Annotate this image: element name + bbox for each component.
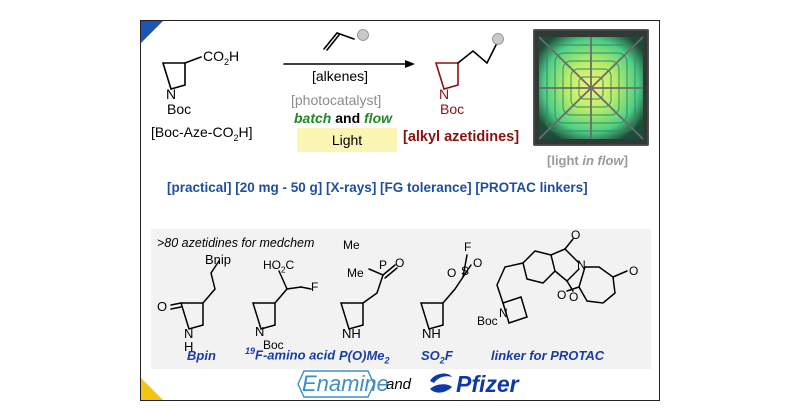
reaction-arrow-head (405, 60, 415, 68)
enamine-hexagon-icon (297, 370, 375, 398)
cmpd3-nh-label: NH (342, 326, 361, 341)
cmpd4-o-right: O (473, 256, 483, 270)
caption-protac-linker: linker for PROTAC (491, 348, 605, 363)
cmpd3-po-bond (382, 264, 396, 276)
cmpd5-imide-top (550, 248, 566, 256)
product-boc-label: Boc (440, 101, 465, 117)
product-sphere (492, 33, 504, 45)
cmpd5-boc-label: Boc (477, 314, 498, 328)
cmpd5-o-left: O (557, 288, 567, 302)
cmpd5-glutarimide (578, 266, 616, 304)
cmpd5-co-top (564, 238, 574, 250)
cmpd4-s-label: S (461, 264, 470, 278)
pfizer-swoosh-icon (430, 373, 452, 393)
cmpd4-sf-bond (462, 254, 468, 278)
light-condition-box: Light (297, 128, 397, 152)
cmpd5-ring (502, 296, 528, 324)
cmpd3-po-double (384, 267, 398, 279)
cmpd5-n-label: N (499, 306, 508, 320)
cmpd2-cooh-label: HO2C (263, 258, 295, 275)
cmpd5-benzene (522, 250, 556, 284)
alkene-sphere (357, 29, 369, 41)
cmpd2-chain (274, 286, 302, 304)
product-alkyl-chain (457, 42, 498, 65)
starting-material-name: [Boc-Aze-CO2H] (151, 124, 253, 143)
cmpd5-imide-bottom (554, 270, 568, 282)
corner-accent-blue (141, 21, 163, 43)
cmpd2-cooh-bond (278, 270, 288, 290)
cmpd2-cf-bond (300, 286, 312, 290)
cmpd4-so-bond (462, 264, 472, 278)
product-azetidine-ring (434, 62, 459, 90)
cmpd2-f-label: F (311, 280, 319, 294)
alkene-bond (323, 32, 355, 50)
reagent-photocatalyst: [photocatalyst] (291, 92, 382, 108)
enamine-wordmark: Enamine (302, 371, 389, 396)
pfizer-logo: Pfizer (426, 369, 526, 399)
cmpd5-chain (496, 262, 524, 304)
cmpd5-co-left (566, 286, 580, 292)
alkene-double-line (326, 34, 340, 51)
cmpd3-me-bottom: Me (347, 266, 364, 280)
cmpd5-imide-n-label: N (577, 258, 586, 272)
examples-panel: >80 azetidines for medchem (151, 229, 651, 369)
cmpd1-co-double (170, 306, 182, 310)
caption-phosphine-oxide: P(O)Me2 (339, 348, 390, 366)
cmpd1-o-label: O (157, 299, 168, 314)
cmpd1-bnip-label: Bnip (205, 252, 232, 267)
cmpd5-co-right (612, 270, 628, 278)
cmpd5-o-bottom: O (569, 290, 579, 304)
cmpd2-boc-label: Boc (263, 338, 284, 352)
cmpd4-nh-label: NH (422, 326, 441, 341)
cmpd3-ring (339, 302, 364, 330)
cmpd2-n-label: N (255, 324, 265, 339)
cmpd3-chain (362, 268, 384, 304)
sm-acid-label: CO2H (203, 48, 240, 67)
cmpd5-o-top: O (571, 228, 581, 242)
caption-bpin: Bpin (187, 348, 216, 363)
light-in-flow-label: [light in flow] (547, 153, 628, 168)
cmpd4-o-left: O (447, 266, 457, 280)
cmpd5-imide-n-top (564, 248, 580, 264)
caption-sulfonyl-fluoride: SO2F (421, 348, 453, 366)
graphical-abstract-frame: CO2H N Boc [Boc-Aze-CO2H] [alkenes] [pho… (140, 20, 660, 401)
cmpd4-f-label: F (464, 240, 472, 254)
product-name: [alkyl azetidines] (403, 129, 520, 145)
cmpd4-chain (442, 276, 464, 304)
corner-accent-yellow (141, 378, 163, 400)
sm-n-label: N (166, 86, 177, 102)
cmpd5-o-right: O (629, 264, 639, 278)
sm-azetidine-ring (161, 62, 186, 90)
cmpd1-chain (202, 260, 220, 304)
cmpd4-ring (419, 302, 444, 330)
product-n-label: N (439, 86, 450, 102)
cmpd1-co-bond (170, 302, 182, 306)
reaction-scheme-drawing (161, 29, 504, 90)
flow-reactor-photo (533, 29, 649, 146)
examples-headline: >80 azetidines for medchem (157, 236, 315, 250)
batch-and-flow-label: batch and flow (294, 110, 393, 126)
cmpd3-me-top: Me (343, 238, 360, 252)
features-tags: [practical] [20 mg - 50 g] [X-rays] [FG … (167, 180, 588, 195)
cmpd2-ring (251, 302, 276, 330)
caption-f-amino-acid: 19F-amino acid (245, 346, 336, 363)
pfizer-wordmark: Pfizer (456, 371, 519, 397)
flow-reactor-illustration (533, 29, 649, 146)
cmpd3-o-label: O (395, 256, 405, 270)
sm-ring-to-acid-bond (184, 56, 202, 64)
reagent-alkenes: [alkenes] (312, 68, 369, 84)
cmpd5-imide-n-bottom (566, 268, 580, 282)
sm-boc-label: Boc (167, 101, 192, 117)
and-connector: and (386, 376, 412, 393)
cmpd1-ring (179, 302, 204, 330)
example-structures-drawing (170, 238, 628, 330)
cmpd3-p-label: P (379, 258, 388, 272)
